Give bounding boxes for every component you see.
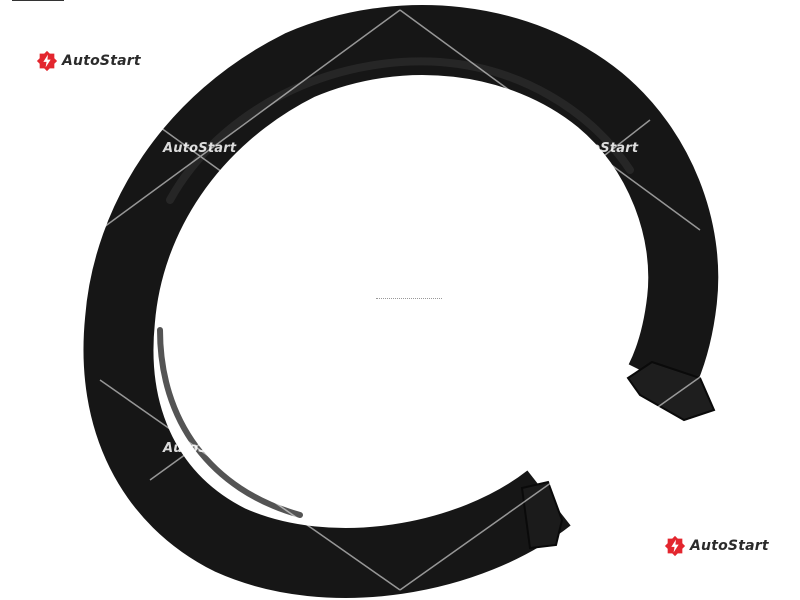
ring-end-upper [626, 360, 716, 422]
watermark-text: AutoStart [163, 441, 237, 456]
brand-name: AutoStart [690, 538, 769, 554]
watermark-lines [99, 9, 711, 591]
watermark-text: AutoStart [565, 141, 639, 156]
brand-name: AutoStart [62, 53, 141, 69]
ring-end-lower [520, 480, 564, 550]
autostart-gear-logo-icon [664, 535, 686, 557]
brand-logo: AutoStart [36, 50, 141, 72]
top-edge-line [12, 0, 64, 1]
brand-logo: AutoStart [664, 535, 769, 557]
autostart-gear-logo-icon [36, 50, 58, 72]
snap-ring-body [83, 5, 719, 598]
watermark-text: AutoStart [163, 141, 237, 156]
ring-highlight [166, 57, 634, 204]
center-dotted-mark [376, 298, 442, 301]
